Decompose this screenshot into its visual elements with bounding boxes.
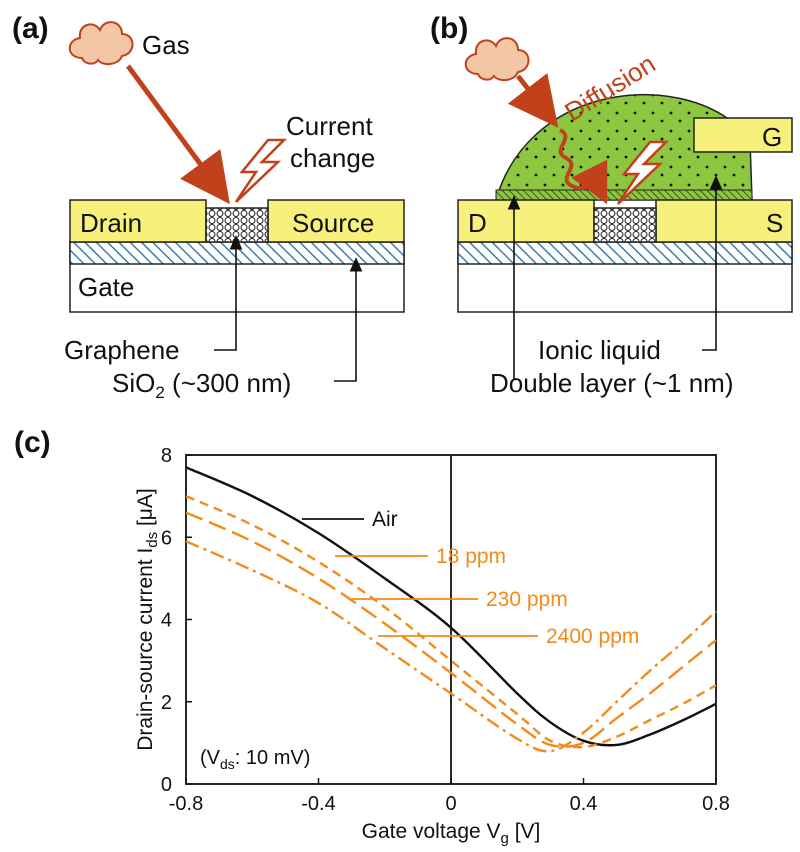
panel-b: (b) D S G Diffusion Ionic liquid Double … — [430, 12, 793, 398]
sio2-layer — [69, 241, 405, 265]
graphene-label: Graphene — [64, 335, 180, 365]
series-line-18-ppm — [185, 495, 717, 749]
panel-b-label: (b) — [430, 12, 468, 45]
lightning-icon — [234, 138, 288, 203]
g-label: G — [762, 122, 782, 152]
series-label: 18 ppm — [436, 545, 506, 568]
y-tick-label: 2 — [161, 692, 172, 714]
d-label: D — [468, 208, 487, 238]
series-line-230-ppm — [185, 511, 717, 749]
sio2-layer-b — [457, 241, 793, 265]
s-label: S — [766, 208, 783, 238]
sio2-label: SiO2 (~300 nm) — [112, 368, 291, 402]
y-tick-label: 6 — [161, 527, 172, 549]
y-tick-label: 4 — [161, 610, 172, 632]
gate-label: Gate — [78, 272, 134, 302]
ionic-liquid-label: Ionic liquid — [538, 335, 661, 365]
gas-arrow-b — [507, 72, 559, 128]
series-label: 230 ppm — [486, 588, 568, 611]
x-tick-label: 0 — [445, 793, 456, 815]
x-tick-label: -0.4 — [301, 793, 335, 815]
vds-note: (Vds: 10 mV) — [200, 747, 310, 772]
graphene-channel-b — [593, 207, 657, 243]
current-change-label-2: change — [290, 143, 375, 173]
source-electrode-b — [655, 199, 793, 243]
sio2-callout — [334, 257, 363, 382]
series-label: Air — [372, 508, 398, 531]
series-line-air — [185, 466, 717, 747]
x-axis-label: Gate voltage Vg [V] — [362, 820, 541, 847]
panel-a-label: (a) — [12, 12, 49, 45]
x-tick-label: 0.4 — [570, 793, 598, 815]
double-layer-label: Double layer (~1 nm) — [490, 368, 734, 398]
source-electrode — [267, 199, 405, 243]
gate-electrode-b — [693, 117, 793, 153]
diffusion-wave-arrow — [558, 128, 608, 205]
x-tick-label: 0.8 — [702, 793, 730, 815]
drain-electrode-b — [457, 199, 595, 243]
graphene-channel — [205, 207, 269, 243]
gas-arrow — [125, 64, 230, 205]
x-tick-label: -0.8 — [169, 793, 203, 815]
panel-a: (a) Gas Current change Drain Source Gate… — [12, 12, 405, 402]
y-tick-label: 0 — [161, 774, 172, 796]
series-line-2400-ppm — [185, 540, 717, 753]
drain-label: Drain — [80, 208, 142, 238]
panel-c-label: (c) — [14, 426, 51, 459]
series-label: 2400 ppm — [546, 625, 639, 648]
current-change-label-1: Current — [286, 111, 373, 141]
graphene-callout — [214, 235, 243, 351]
gas-cloud-icon-b — [464, 37, 530, 82]
drain-electrode — [69, 199, 207, 243]
ionic-liquid-callout — [702, 175, 723, 351]
y-tick-label: 8 — [161, 445, 172, 467]
gas-label: Gas — [142, 30, 190, 60]
y-axis-label: Drain-source current Ids [μA] — [134, 488, 161, 751]
source-label: Source — [292, 208, 374, 238]
lightning-icon-b — [616, 140, 670, 205]
gas-cloud-icon — [68, 21, 134, 66]
